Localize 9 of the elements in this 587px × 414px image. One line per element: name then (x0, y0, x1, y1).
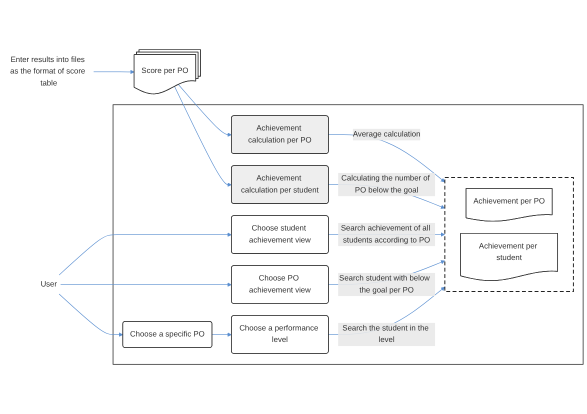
arrow (93, 70, 135, 74)
arrow (58, 294, 124, 337)
arrow (178, 84, 232, 137)
arrow (60, 282, 232, 287)
arrow (58, 232, 232, 276)
cluster (444, 177, 574, 292)
cluster (112, 104, 584, 365)
arrow (174, 86, 232, 187)
arrow (212, 332, 232, 337)
